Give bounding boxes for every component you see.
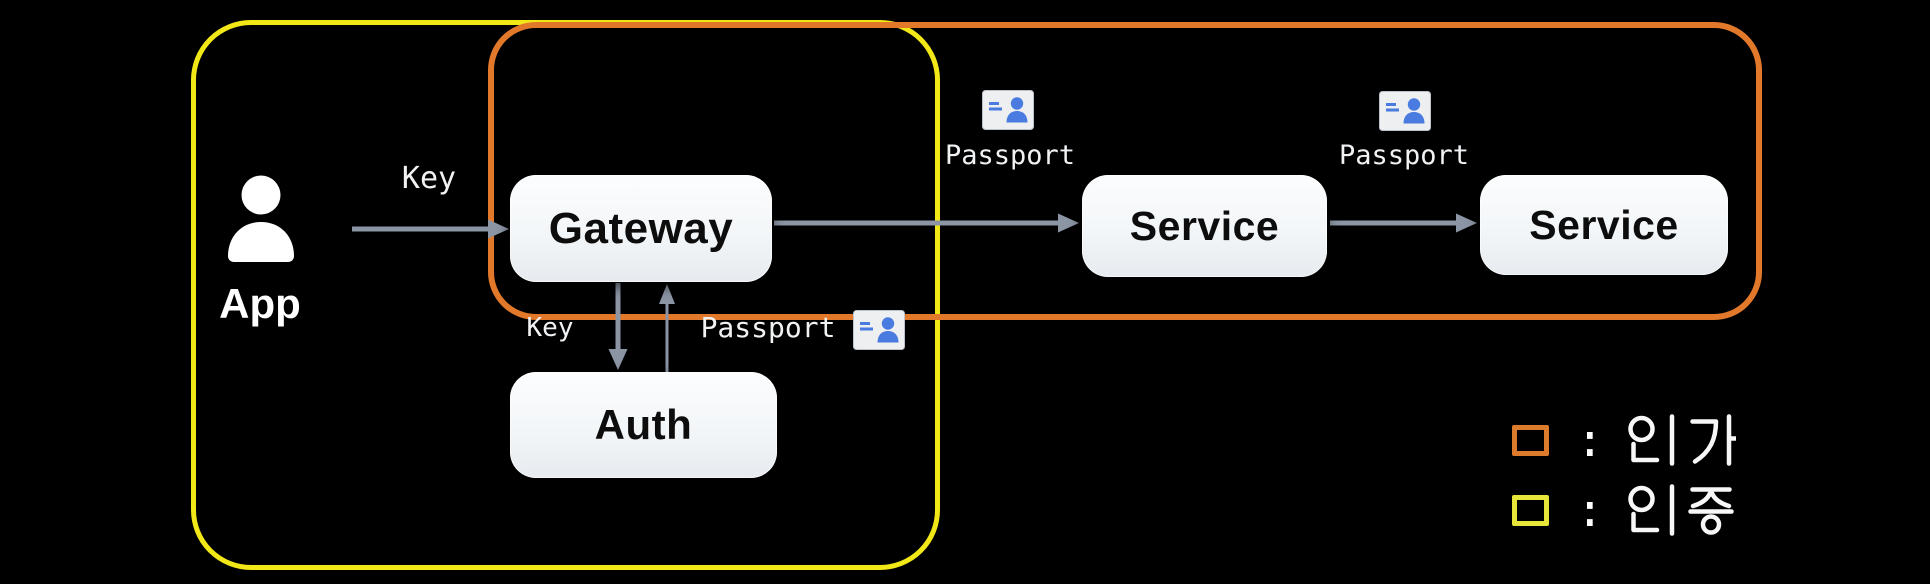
- passport-icon: [853, 310, 905, 350]
- service-node-2: Service: [1480, 175, 1728, 275]
- legend-separator: :: [1576, 483, 1604, 537]
- legend-separator: :: [1576, 413, 1604, 467]
- service-node-1: Service: [1082, 175, 1327, 277]
- person-icon: [228, 175, 294, 262]
- hangul-in-glyph: [1627, 484, 1674, 536]
- legend-glyph-injeung: [1627, 481, 1736, 539]
- edge-label-passport-auth-gateway: Passport: [700, 311, 836, 344]
- edge-label-key-app-gateway: Key: [401, 161, 457, 196]
- legend: : 인가 : 인증: [1512, 411, 1736, 551]
- authentication-color-swatch: [1512, 494, 1549, 526]
- legend-item-authorization: : 인가: [1512, 411, 1736, 469]
- edge-label-passport-service-service: Passport: [1338, 140, 1470, 171]
- authorization-region-outline: [488, 22, 1762, 320]
- authorization-color-swatch: [1512, 424, 1549, 456]
- auth-node: Auth: [510, 372, 777, 478]
- legend-item-authentication: : 인증: [1512, 481, 1736, 539]
- edge-label-key-gateway-auth: Key: [526, 313, 574, 343]
- edge-label-passport-gateway-service: Passport: [944, 140, 1076, 171]
- hangul-ga-glyph: [1689, 414, 1736, 466]
- passport-icon: [982, 90, 1034, 130]
- hangul-in-glyph: [1627, 414, 1674, 466]
- gateway-node: Gateway: [510, 175, 772, 282]
- passport-icon: [1379, 91, 1431, 131]
- legend-glyph-inga: [1627, 411, 1736, 469]
- actor-app-label: App: [219, 280, 301, 327]
- hangul-jeung-glyph: [1687, 487, 1734, 535]
